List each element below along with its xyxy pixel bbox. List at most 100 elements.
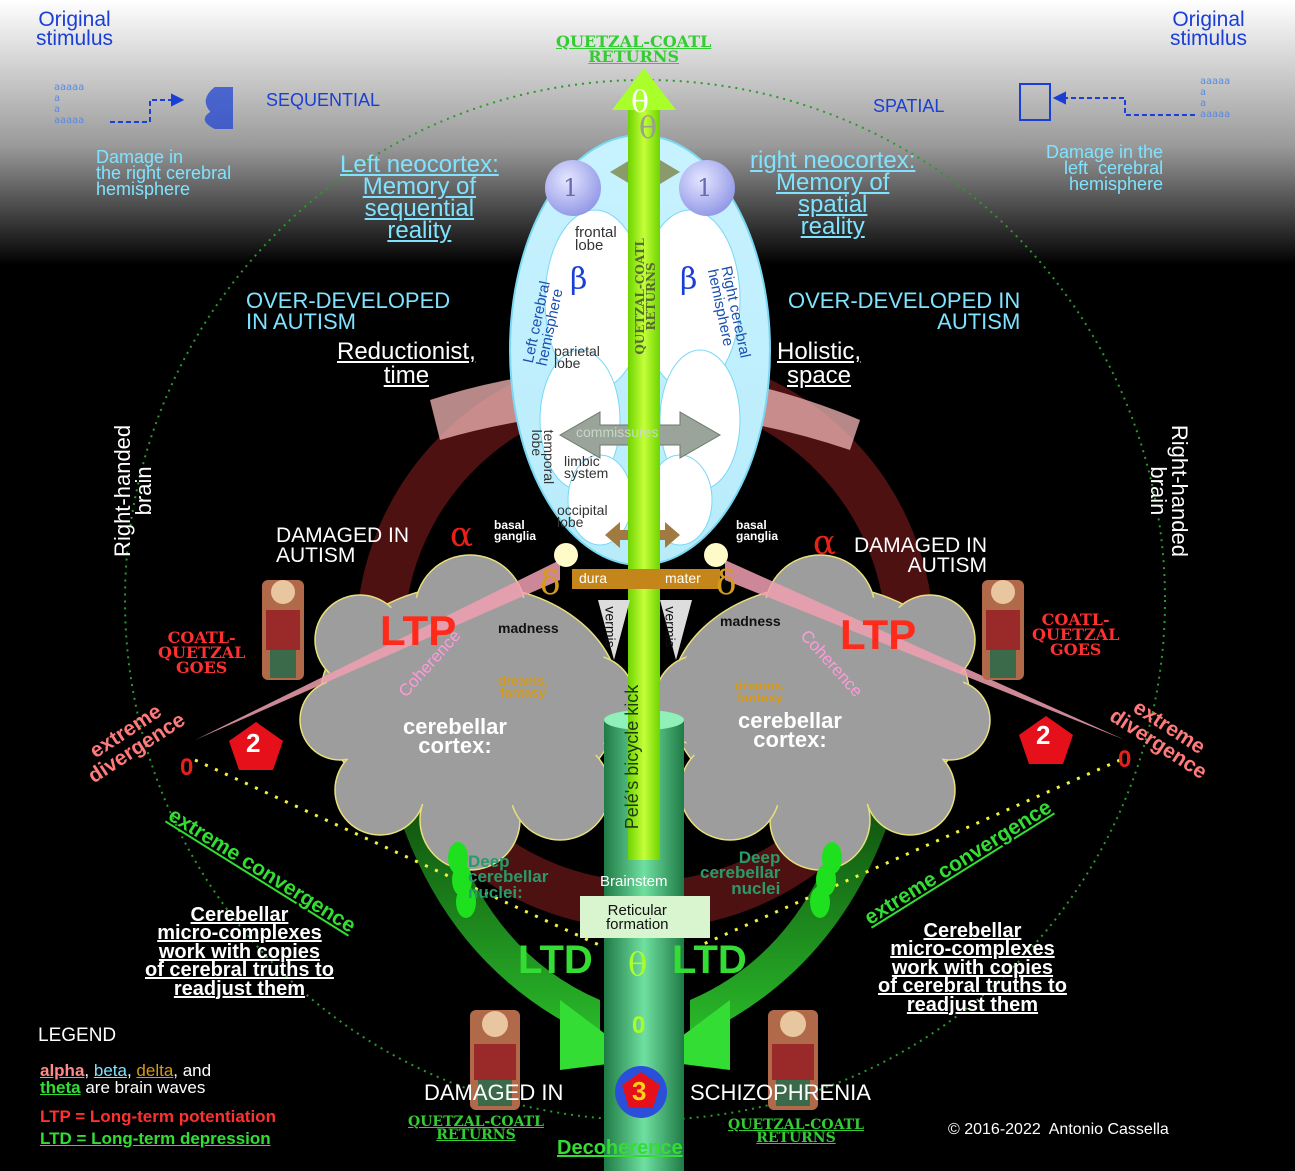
basal-ganglia-left [554, 543, 578, 567]
zero-right: 0 [1118, 746, 1132, 773]
badge-1-right [679, 160, 735, 216]
legend-sep-2: , [126, 1061, 137, 1080]
legend-ltp-def: = Long-term potentiation [70, 1107, 276, 1126]
coatl-quetzal-goes-left: COATL- QUETZAL GOES [158, 628, 246, 678]
parietal-lobe-label: parietal lobe [554, 343, 600, 371]
divergence-beam-right [725, 560, 1125, 740]
damage-right-hemisphere: Damage in the right cerebral hemisphere [96, 147, 232, 200]
dura-mater-bar [572, 569, 720, 589]
badge-2-right-label: 2 [1036, 720, 1051, 750]
occipital-lobe-label: occipital lobe [557, 502, 608, 530]
basal-ganglia-label-left: basal ganglia [494, 518, 537, 544]
cerebellar-cortex-left: cerebellar cortex: [403, 714, 507, 758]
legend-theta-line: theta are brain waves [40, 1079, 205, 1096]
ltd-left: LTD [518, 938, 593, 982]
over-developed-left: OVER-DEVELOPED IN AUTISM [246, 288, 451, 334]
spatial-diagram [1019, 83, 1195, 121]
vermis-left [598, 600, 630, 660]
legend-ltp: LTP [40, 1107, 71, 1126]
badge-2-left-label: 2 [246, 728, 261, 758]
dreams-fantasy-left: dreams, fantasy [498, 673, 548, 700]
damaged-in-autism-right: DAMAGED IN AUTISM [854, 534, 988, 577]
legend-beta: beta [93, 1061, 127, 1080]
delta-left: δ [540, 563, 561, 603]
cerebellar-cloud-left [299, 554, 636, 871]
vermis-right [660, 600, 692, 660]
alpha-right: α [813, 523, 836, 563]
copyright-label: © 2016-2022 Antonio Cassella [948, 1121, 1169, 1138]
beta-right: β [680, 262, 698, 297]
badge-1-left-label: 1 [563, 174, 579, 202]
deep-cerebellar-nuclei-left: Deep cerebellar nuclei: [468, 852, 549, 902]
legend-ltp-line: LTP = Long-term potentiation [40, 1108, 276, 1125]
sequential-diagram [110, 87, 233, 129]
original-stimulus-right: Original stimulus [1170, 8, 1248, 50]
deep-nuclei-left [448, 842, 476, 918]
legend-ltd-line: LTD = Long-term depression [40, 1130, 271, 1147]
reticular-box [580, 896, 710, 938]
quetzal-coatl-returns-vertical: QUETZAL-COATL RETURNS [632, 238, 659, 355]
pentagon-left [229, 722, 283, 770]
badge-1-left [545, 160, 601, 216]
legend-title: LEGEND [38, 1025, 117, 1046]
sequential-label: SEQUENTIAL [266, 90, 381, 110]
legend-sep-1: , [84, 1061, 94, 1080]
damage-left-hemisphere: Damage in the left cerebral hemisphere [1046, 142, 1164, 195]
madness-left: madness [498, 620, 559, 636]
theta-top-shadow: θ [639, 111, 658, 146]
dura-label: dura [579, 570, 608, 586]
basal-ganglia-label-right: basal ganglia [736, 518, 779, 544]
coatl-quetzal-goes-right: COATL- QUETZAL GOES [1032, 610, 1120, 660]
quetzal-coatl-returns-top: QUETZAL-COATL RETURNS [556, 32, 712, 67]
letters-block-right: aaaaa a a aaaaa [1200, 76, 1231, 120]
legend-waves-text: are brain waves [80, 1078, 206, 1097]
decoherence-label: Decoherence [557, 1137, 683, 1159]
mater-label: mater [665, 570, 701, 586]
legend-theta: theta [40, 1078, 81, 1097]
dreams-fantasy-right: dreams, fantasy [735, 678, 785, 705]
madness-right: madness [720, 613, 781, 629]
brainstem-label: Brainstem [600, 873, 668, 890]
vermis-label-right: vermis [662, 606, 679, 648]
damaged-in-label: DAMAGED IN [424, 1080, 564, 1105]
zero-bottom: 0 [632, 1012, 646, 1039]
badge-3-label: 3 [632, 1076, 647, 1106]
legend-waves-line: alpha, beta, delta, and [40, 1062, 211, 1079]
pentagon-right [1019, 716, 1073, 764]
letters-block-left: aaaaa a a aaaaa [54, 82, 85, 126]
legend-ltd: LTD [40, 1129, 72, 1148]
quetzal-coatl-returns-bottom-right: QUETZAL-COATL RETURNS [728, 1117, 864, 1147]
deep-cerebellar-nuclei-right: Deep cerebellar nuclei [700, 848, 781, 898]
original-stimulus-left: Original stimulus [36, 8, 114, 50]
micro-complexes-left: Cerebellar micro-complexes work with cop… [145, 904, 334, 1000]
zero-left: 0 [180, 754, 194, 781]
badge-1-right-label: 1 [697, 174, 713, 202]
limbic-system-label: limbic system [564, 453, 609, 481]
left-neocortex-label: Left neocortex: Memory of sequential rea… [340, 151, 499, 245]
vermis-label-left: vermis [602, 606, 619, 648]
cerebellar-cortex-right: cerebellar cortex: [738, 708, 842, 752]
quetzal-coatl-returns-bottom-left: QUETZAL-COATL RETURNS [408, 1114, 544, 1144]
legend-and: , and [173, 1061, 212, 1080]
yellow-dotted-right [689, 758, 1121, 952]
basal-ganglia-right [704, 543, 728, 567]
temporal-lobe-label: temporal lobe [529, 429, 558, 485]
aztec-deity-icon-bottom-left [470, 1010, 520, 1110]
theta-bottom: θ [628, 945, 648, 983]
schizophrenia-label: SCHIZOPHRENIA [690, 1080, 871, 1105]
commissures-label: commissures [576, 424, 659, 440]
frontal-lobe-label: frontal lobe [575, 224, 617, 254]
over-developed-right: OVER-DEVELOPED IN AUTISM [788, 288, 1021, 334]
damaged-in-autism-left: DAMAGED IN AUTISM [276, 524, 410, 567]
badge-3-pentagon [622, 1072, 660, 1108]
ltp-left: LTP [380, 607, 457, 654]
right-neocortex-label: right neocortex: Memory of spatial reali… [750, 147, 916, 241]
aztec-deity-icon-left [262, 580, 304, 680]
legend-ltd-def: = Long-term depression [71, 1129, 271, 1148]
theta-top: θ [631, 85, 650, 120]
micro-complexes-right: Cerebellar micro-complexes work with cop… [878, 920, 1067, 1016]
pele-bicycle-kick-label: Pelé's bicycle kick [622, 684, 643, 830]
reticular-formation-label: Reticular formation [606, 902, 669, 934]
